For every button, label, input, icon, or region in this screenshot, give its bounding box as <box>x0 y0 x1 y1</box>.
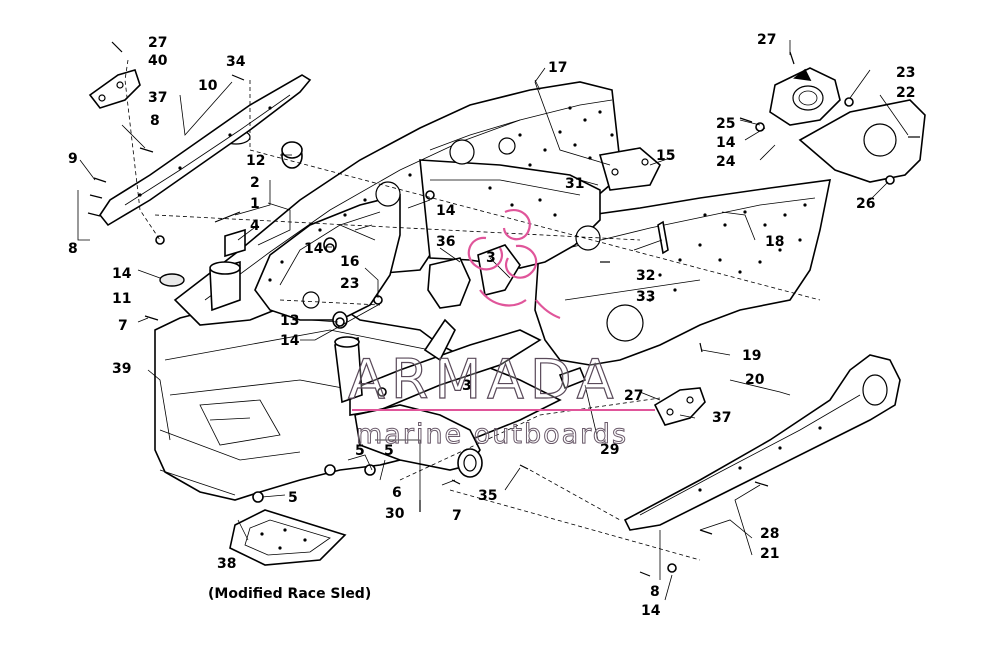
callout-13: 13 <box>280 313 299 329</box>
callout-12: 12 <box>246 153 265 169</box>
callout-23-right: 23 <box>896 65 915 81</box>
callout-35: 35 <box>478 488 497 504</box>
callout-27-right: 27 <box>757 32 776 48</box>
callout-5-a: 5 <box>355 443 365 459</box>
callout-40: 40 <box>148 53 168 69</box>
callout-37-left: 37 <box>148 90 167 106</box>
callout-19: 19 <box>742 348 761 364</box>
callout-26: 26 <box>856 196 875 212</box>
callout-33: 33 <box>636 289 655 305</box>
callout-32: 32 <box>636 268 655 284</box>
watermark-tagline: marine outboards <box>356 419 628 450</box>
callout-18: 18 <box>765 234 784 250</box>
callout-6: 6 <box>392 485 402 501</box>
callout-14-mid: 14 <box>280 333 300 349</box>
callout-14-right: 14 <box>716 135 736 151</box>
callout-8-lower: 8 <box>650 584 660 600</box>
callout-22: 22 <box>896 85 915 101</box>
callout-36: 36 <box>436 234 455 250</box>
callout-8-upper: 8 <box>150 113 160 129</box>
callout-24: 24 <box>716 154 736 170</box>
callout-14-inner: 14 <box>304 241 324 257</box>
callout-9: 9 <box>68 151 78 167</box>
callout-30: 30 <box>385 506 405 522</box>
callout-5-b: 5 <box>384 443 394 459</box>
chassis-drawing <box>87 41 926 577</box>
callout-1: 1 <box>250 196 260 212</box>
armada-logo-icon <box>467 209 561 320</box>
armada-watermark: ARMADA marine outboards <box>347 209 655 451</box>
callout-27-top: 27 <box>148 35 167 51</box>
callout-16: 15 <box>656 148 675 164</box>
callout-23-mid: 23 <box>340 276 359 292</box>
race-sled-caption: (Modified Race Sled) <box>208 586 371 602</box>
callout-29: 29 <box>600 442 619 458</box>
callout-8-left: 8 <box>68 241 78 257</box>
callout-39: 39 <box>112 361 131 377</box>
callout-31: 31 <box>565 176 584 192</box>
callout-27-mid: 27 <box>624 388 643 404</box>
callout-3-upper: 3 <box>486 250 496 266</box>
callout-5-c: 5 <box>288 490 298 506</box>
callout-20: 20 <box>745 372 765 388</box>
callout-14-left: 14 <box>112 266 132 282</box>
callout-11: 11 <box>112 291 131 307</box>
callout-15: 16 <box>340 254 359 270</box>
callout-14-center: 14 <box>436 203 456 219</box>
callout-7-left: 7 <box>118 318 128 334</box>
callout-37-right: 37 <box>712 410 731 426</box>
leader-lines <box>77 40 909 601</box>
callout-38: 38 <box>217 556 236 572</box>
callout-17: 17 <box>548 60 567 76</box>
callout-labels: 27 40 37 8 10 34 12 2 1 4 9 8 14 11 7 39… <box>68 32 915 619</box>
callout-2: 2 <box>250 175 260 191</box>
callout-21: 21 <box>760 546 779 562</box>
callout-34: 34 <box>226 54 246 70</box>
callout-14-bottom: 14 <box>641 603 661 619</box>
callout-28: 28 <box>760 526 779 542</box>
callout-4: 4 <box>250 218 260 234</box>
callout-3-lower: 3 <box>462 378 472 394</box>
callout-10: 10 <box>198 78 218 94</box>
watermark-brand: ARMADA <box>348 348 620 411</box>
callout-25: 25 <box>716 116 735 132</box>
callout-7-lower: 7 <box>452 508 462 524</box>
